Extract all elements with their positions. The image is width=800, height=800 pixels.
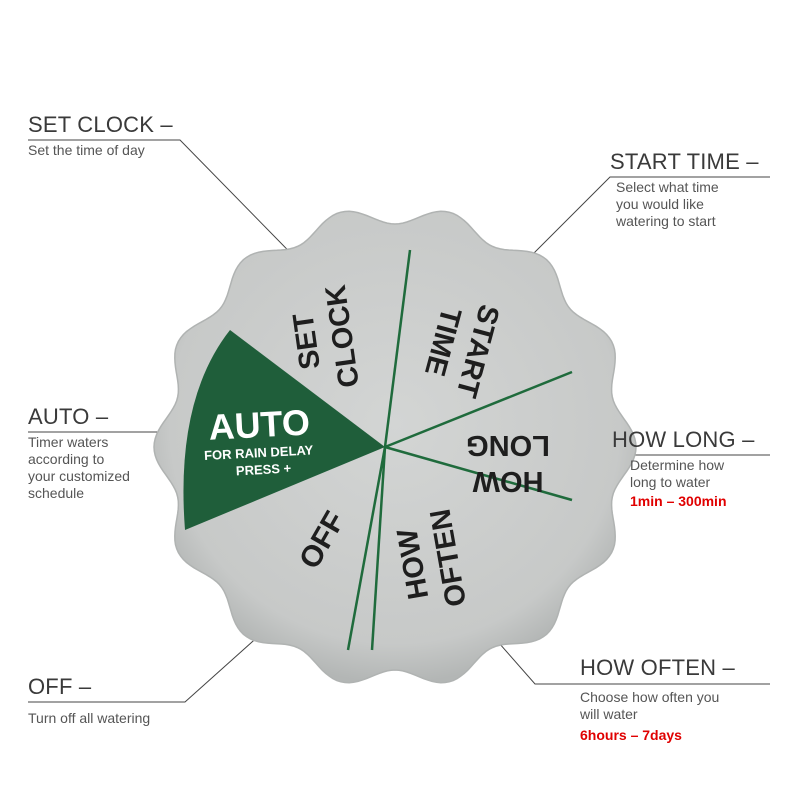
range-value: 1min – 300min [630, 493, 727, 509]
description-line: your customized [28, 468, 130, 484]
callout-title: SET CLOCK – [28, 112, 173, 137]
description-line: Determine how [630, 457, 725, 473]
segment-label-line: SET [287, 311, 327, 372]
callout-description: Timer waters according to your customize… [28, 434, 130, 502]
auto-subtitle-2: PRESS + [236, 461, 292, 479]
callout-how-often: HOW OFTEN – Choose how often you will wa… [580, 655, 735, 743]
callout-description: Turn off all watering [28, 710, 150, 727]
callout-off: OFF – Turn off all watering [28, 674, 150, 727]
callout-auto: AUTO – Timer waters according to your cu… [28, 404, 130, 502]
segment-divider [346, 446, 387, 651]
segment-divider [384, 445, 573, 502]
segment-label-line: HOW [472, 465, 544, 497]
auto-label[interactable]: AUTO FOR RAIN DELAY PRESS + [202, 401, 315, 480]
description-line: will water [580, 706, 638, 722]
description-line: Select what time [616, 179, 719, 195]
callout-title: HOW OFTEN – [580, 655, 735, 680]
callout-description: Set the time of day [28, 142, 173, 159]
callout-start-time: START TIME – Select what time you would … [610, 149, 759, 230]
callout-description: Choose how often you will water [580, 689, 735, 723]
segment-label-set-clock[interactable]: SET CLOCK [284, 283, 366, 395]
segment-label-line: LONG [466, 429, 550, 461]
auto-title: AUTO [208, 402, 311, 448]
callout-title: START TIME – [610, 149, 759, 174]
leader-set-clock [28, 139, 323, 286]
callout-title: OFF – [28, 674, 92, 699]
range-value: 6hours – 7days [580, 727, 682, 743]
segment-dividers [346, 249, 573, 651]
segment-divider [384, 370, 573, 449]
description-line: Set the time of day [28, 142, 145, 158]
callout-how-long: HOW LONG – Determine how long to water 1… [612, 427, 755, 509]
auto-subtitle-1: FOR RAIN DELAY [204, 442, 314, 463]
callout-set-clock: SET CLOCK – Set the time of day [28, 112, 173, 159]
segment-divider [383, 249, 412, 448]
description-line: watering to start [616, 213, 716, 229]
description-line: Timer waters [28, 434, 109, 450]
auto-segment[interactable] [183, 330, 385, 530]
segment-divider [370, 446, 387, 651]
callout-description: Select what time you would like watering… [610, 179, 759, 230]
dial-body[interactable] [153, 210, 637, 684]
description-line: you would like [616, 196, 704, 212]
callout-title: HOW LONG – [612, 427, 755, 452]
description-line: according to [28, 451, 105, 467]
description-line: schedule [28, 485, 85, 501]
description-line: Choose how often you [580, 689, 720, 705]
segment-label-how-long[interactable]: HOW LONG [466, 429, 550, 497]
callout-title: AUTO – [28, 404, 109, 429]
description-line: Turn off all watering [28, 710, 151, 726]
description-line: long to water [630, 474, 711, 490]
callout-description: Determine how long to water [612, 457, 755, 491]
